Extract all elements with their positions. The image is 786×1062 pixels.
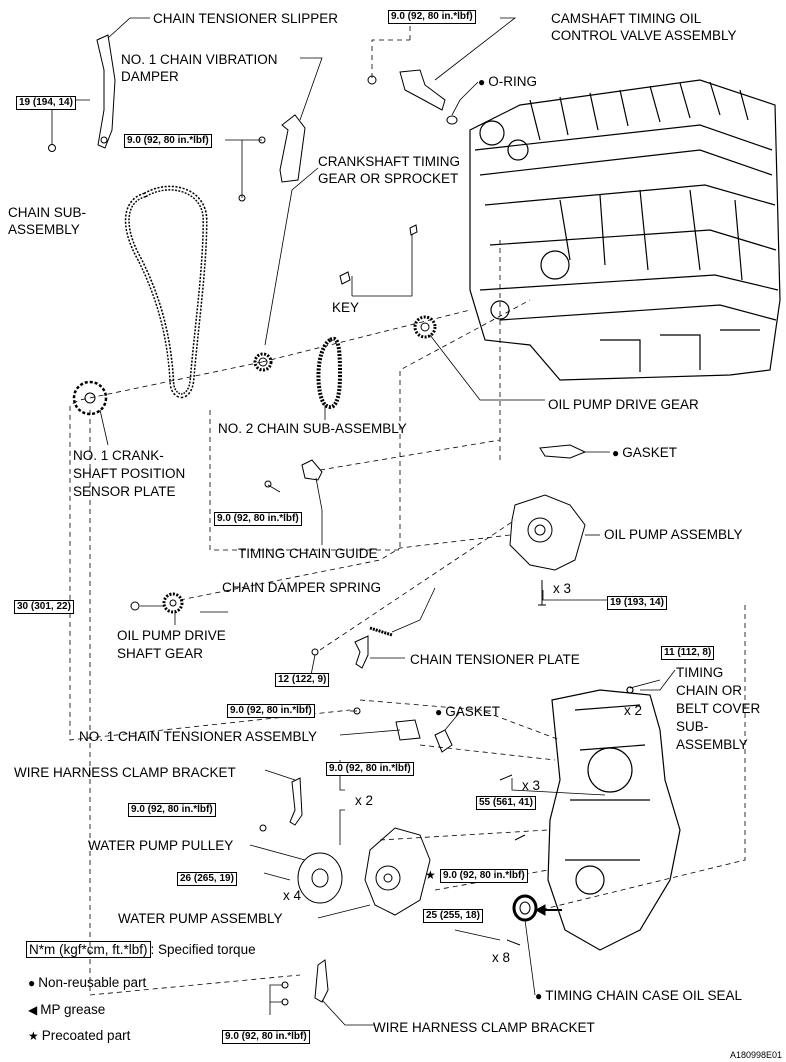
label-chain-sub-line1: CHAIN SUB- <box>8 205 87 220</box>
label-gasket-2-text: GASKET <box>445 704 501 719</box>
legend-precoated: ★Precoated part <box>28 1028 130 1044</box>
label-gasket-1-text: GASKET <box>622 445 678 460</box>
torque-spec: 55 (561, 41) <box>476 796 536 810</box>
engine-block <box>469 79 781 381</box>
label-crank-gear-line2: GEAR OR SPROCKET <box>318 171 459 186</box>
torque-spec: 26 (265, 19) <box>177 872 237 886</box>
label-timing-cover-line1: TIMING <box>676 665 724 680</box>
label-gasket-2: ●GASKET <box>435 704 500 720</box>
torque-spec: 25 (255, 18) <box>423 909 483 923</box>
label-x2-cover: x 2 <box>624 703 643 718</box>
legend-non-reusable-text: Non-reusable part <box>38 975 147 990</box>
torque-spec: 9.0 (92, 80 in.*lbf) <box>222 1030 310 1044</box>
non-reusable-icon: ● <box>612 446 620 460</box>
non-reusable-icon: ● <box>28 976 36 990</box>
label-timing-cover-line3: BELT COVER <box>676 701 761 716</box>
label-timing-chain-guide: TIMING CHAIN GUIDE <box>238 546 378 561</box>
label-pump-shaft-gear-line2: SHAFT GEAR <box>117 646 204 661</box>
label-x8: x 8 <box>492 950 511 965</box>
label-water-pump-pulley: WATER PUMP PULLEY <box>88 838 234 853</box>
pump-shaft-gear-part <box>162 592 184 614</box>
vibration-damper-part <box>238 114 306 202</box>
sensor-plate-part <box>72 380 108 416</box>
water-pump-pulley-part <box>297 852 343 904</box>
label-chain-sub-line2: ASSEMBLY <box>8 222 80 237</box>
precoated-torque: ★ <box>425 867 439 883</box>
non-reusable-icon: ● <box>435 705 443 719</box>
figure-code: A180998E01 <box>729 1050 782 1060</box>
torque-spec: 30 (301, 22) <box>14 600 74 614</box>
label-chain-damper-spring: CHAIN DAMPER SPRING <box>222 580 382 595</box>
label-water-pump-assembly: WATER PUMP ASSEMBLY <box>118 911 283 926</box>
label-no2-chain: NO. 2 CHAIN SUB-ASSEMBLY <box>218 421 407 436</box>
label-wire-bracket-bottom: WIRE HARNESS CLAMP BRACKET <box>373 1020 595 1035</box>
label-x2-bracket: x 2 <box>355 793 374 808</box>
torque-spec: 9.0 (92, 80 in.*lbf) <box>124 134 212 148</box>
label-sensor-plate-line3: SENSOR PLATE <box>73 484 176 499</box>
label-chain-tensioner-plate: CHAIN TENSIONER PLATE <box>410 652 580 667</box>
label-oring-text: O-RING <box>488 74 537 89</box>
torque-spec: 19 (193, 14) <box>607 596 667 610</box>
label-key: KEY <box>332 300 360 315</box>
legend-mp-grease: ◀MP grease <box>28 1002 105 1018</box>
label-oil-seal-text: TIMING CHAIN CASE OIL SEAL <box>545 988 743 1003</box>
star-icon: ★ <box>28 1029 39 1043</box>
label-wire-bracket-top: WIRE HARNESS CLAMP BRACKET <box>14 765 236 780</box>
legend-non-reusable: ●Non-reusable part <box>28 975 146 991</box>
label-pump-shaft-gear-line1: OIL PUMP DRIVE <box>117 628 226 643</box>
label-x4: x 4 <box>283 888 302 903</box>
arrow-left-icon: ◀ <box>28 1003 38 1017</box>
label-x3-cover: x 3 <box>522 778 541 793</box>
label-timing-cover-line5: ASSEMBLY <box>676 737 748 752</box>
label-chain-tensioner-slipper: CHAIN TENSIONER SLIPPER <box>153 11 339 26</box>
label-x3-oil-pump: x 3 <box>553 581 572 596</box>
legend-torque-box: N*m (kgf*cm, ft.*lbf) <box>26 941 151 958</box>
label-sensor-plate-line1: NO. 1 CRANK- <box>73 448 164 463</box>
legend-torque-text: : Specified torque <box>150 942 256 957</box>
torque-spec: 12 (122, 9) <box>275 673 330 687</box>
oil-seal-part <box>512 894 538 922</box>
oil-pump-drive-gear-part <box>413 315 437 339</box>
torque-spec: 9.0 (92, 80 in.*lbf) <box>227 704 315 718</box>
water-pump-part <box>364 827 431 916</box>
label-gasket-1: ●GASKET <box>612 445 677 461</box>
timing-cover-part <box>547 686 681 951</box>
label-camshaft-ocv-line1: CAMSHAFT TIMING OIL <box>551 11 702 26</box>
torque-spec: 9.0 (92, 80 in.*lbf) <box>128 803 216 817</box>
crank-sprocket-part <box>253 352 273 372</box>
star-icon: ★ <box>425 868 436 882</box>
torque-spec: 9.0 (92, 80 in.*lbf) <box>440 869 528 883</box>
non-reusable-icon: ● <box>535 989 543 1003</box>
label-no1-tensioner: NO. 1 CHAIN TENSIONER ASSEMBLY <box>79 729 318 744</box>
camshaft-ocv-part <box>367 69 458 125</box>
label-timing-cover-line4: SUB- <box>676 719 709 734</box>
label-oil-pump-assembly: OIL PUMP ASSEMBLY <box>604 527 743 542</box>
label-timing-cover-line2: CHAIN OR <box>676 683 743 698</box>
label-oil-pump-drive-gear: OIL PUMP DRIVE GEAR <box>548 397 699 412</box>
label-sensor-plate-line2: SHAFT POSITION <box>73 466 186 481</box>
label-oring: ●O-RING <box>478 74 537 90</box>
oil-pump-part <box>509 494 586 571</box>
label-camshaft-ocv-line2: CONTROL VALVE ASSEMBLY <box>551 28 737 43</box>
label-vibration-damper-line2: DAMPER <box>121 69 179 84</box>
torque-spec: 11 (112, 8) <box>661 646 715 660</box>
legend-torque: N*m (kgf*cm, ft.*lbf): Specified torque <box>26 941 256 958</box>
legend-mp-grease-text: MP grease <box>40 1002 106 1017</box>
non-reusable-icon: ● <box>478 75 486 89</box>
no2-chain-part <box>316 336 343 409</box>
tensioner-slipper-part <box>96 34 116 149</box>
torque-spec: 9.0 (92, 80 in.*lbf) <box>388 10 476 24</box>
label-crank-gear-line1: CRANKSHAFT TIMING <box>318 154 461 169</box>
label-oil-seal: ●TIMING CHAIN CASE OIL SEAL <box>535 988 742 1004</box>
torque-spec: 19 (194, 14) <box>16 96 76 110</box>
label-vibration-damper-line1: NO. 1 CHAIN VIBRATION <box>121 52 278 67</box>
torque-spec: 9.0 (92, 80 in.*lbf) <box>214 512 302 526</box>
legend-precoated-text: Precoated part <box>41 1028 131 1043</box>
torque-spec: 9.0 (92, 80 in.*lbf) <box>326 762 414 776</box>
